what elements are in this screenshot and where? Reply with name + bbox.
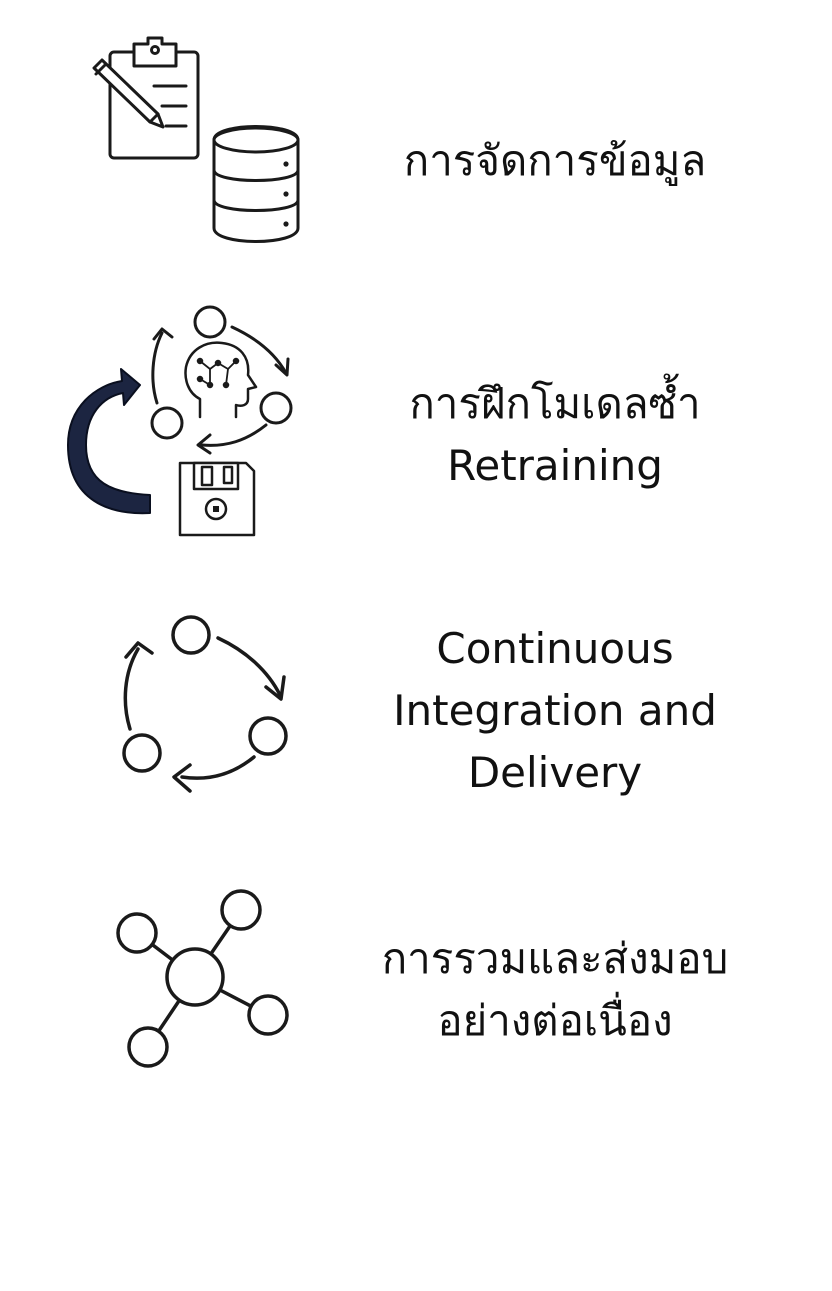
cicd-label-line-3: Delivery — [467, 748, 643, 797]
cycle-node-left — [122, 733, 162, 773]
retraining-label: การฝึกโมเดลซ้ำ Retraining — [350, 373, 760, 497]
retraining-row: การฝึกโมเดลซ้ำ Retraining — [0, 295, 832, 545]
cycle-node-right — [259, 391, 293, 425]
retraining-label-line-2: Retraining — [447, 441, 663, 490]
retraining-icons — [67, 305, 293, 537]
network-icon — [116, 889, 289, 1068]
cycle-node-top — [193, 305, 227, 339]
cicd-label-line-1: Continuous — [436, 624, 674, 673]
cycle-node-top — [171, 615, 211, 655]
ci-thai-row: การรวมและส่งมอบ อย่างต่อเนื่อง — [0, 880, 832, 1080]
ci-thai-label-line-1: การรวมและส่งมอบ — [381, 934, 729, 983]
ci-thai-label-line-2: อย่างต่อเนื่อง — [437, 996, 673, 1045]
cicd-label-line-2: Integration and — [393, 686, 717, 735]
data-management-label: การจัดการข้อมูล — [350, 130, 760, 192]
cycle-icon — [122, 615, 288, 793]
retraining-label-line-1: การฝึกโมเดลซ้ำ — [409, 379, 701, 428]
ci-thai-icons — [116, 889, 289, 1068]
cicd-row: Continuous Integration and Delivery — [0, 605, 832, 815]
floppy-disk-icon — [178, 461, 256, 537]
retraining-icon-group — [50, 295, 320, 545]
database-icon — [212, 125, 300, 243]
data-management-row: การจัดการข้อมูล — [0, 30, 832, 260]
data-management-label-line-1: การจัดการข้อมูล — [403, 136, 707, 185]
cycle-icon — [150, 305, 293, 455]
network-node-top-right — [220, 889, 262, 931]
clipboard-icon — [92, 36, 200, 160]
ai-head-icon — [184, 341, 258, 419]
data-management-icons — [92, 36, 300, 243]
curved-arrow-icon — [67, 368, 151, 515]
cicd-label: Continuous Integration and Delivery — [350, 618, 760, 804]
cicd-icon-group — [50, 605, 320, 815]
data-management-icon-group — [50, 30, 320, 250]
cycle-node-left — [150, 406, 184, 440]
network-node-top-left — [116, 912, 158, 954]
network-node-bottom-left — [127, 1026, 169, 1068]
network-node-right — [247, 994, 289, 1036]
ci-thai-icon-group — [50, 880, 320, 1080]
ci-thai-label: การรวมและส่งมอบ อย่างต่อเนื่อง — [350, 928, 760, 1052]
cicd-icons — [122, 615, 288, 793]
network-hub — [165, 947, 225, 1007]
cycle-node-right — [248, 716, 288, 756]
